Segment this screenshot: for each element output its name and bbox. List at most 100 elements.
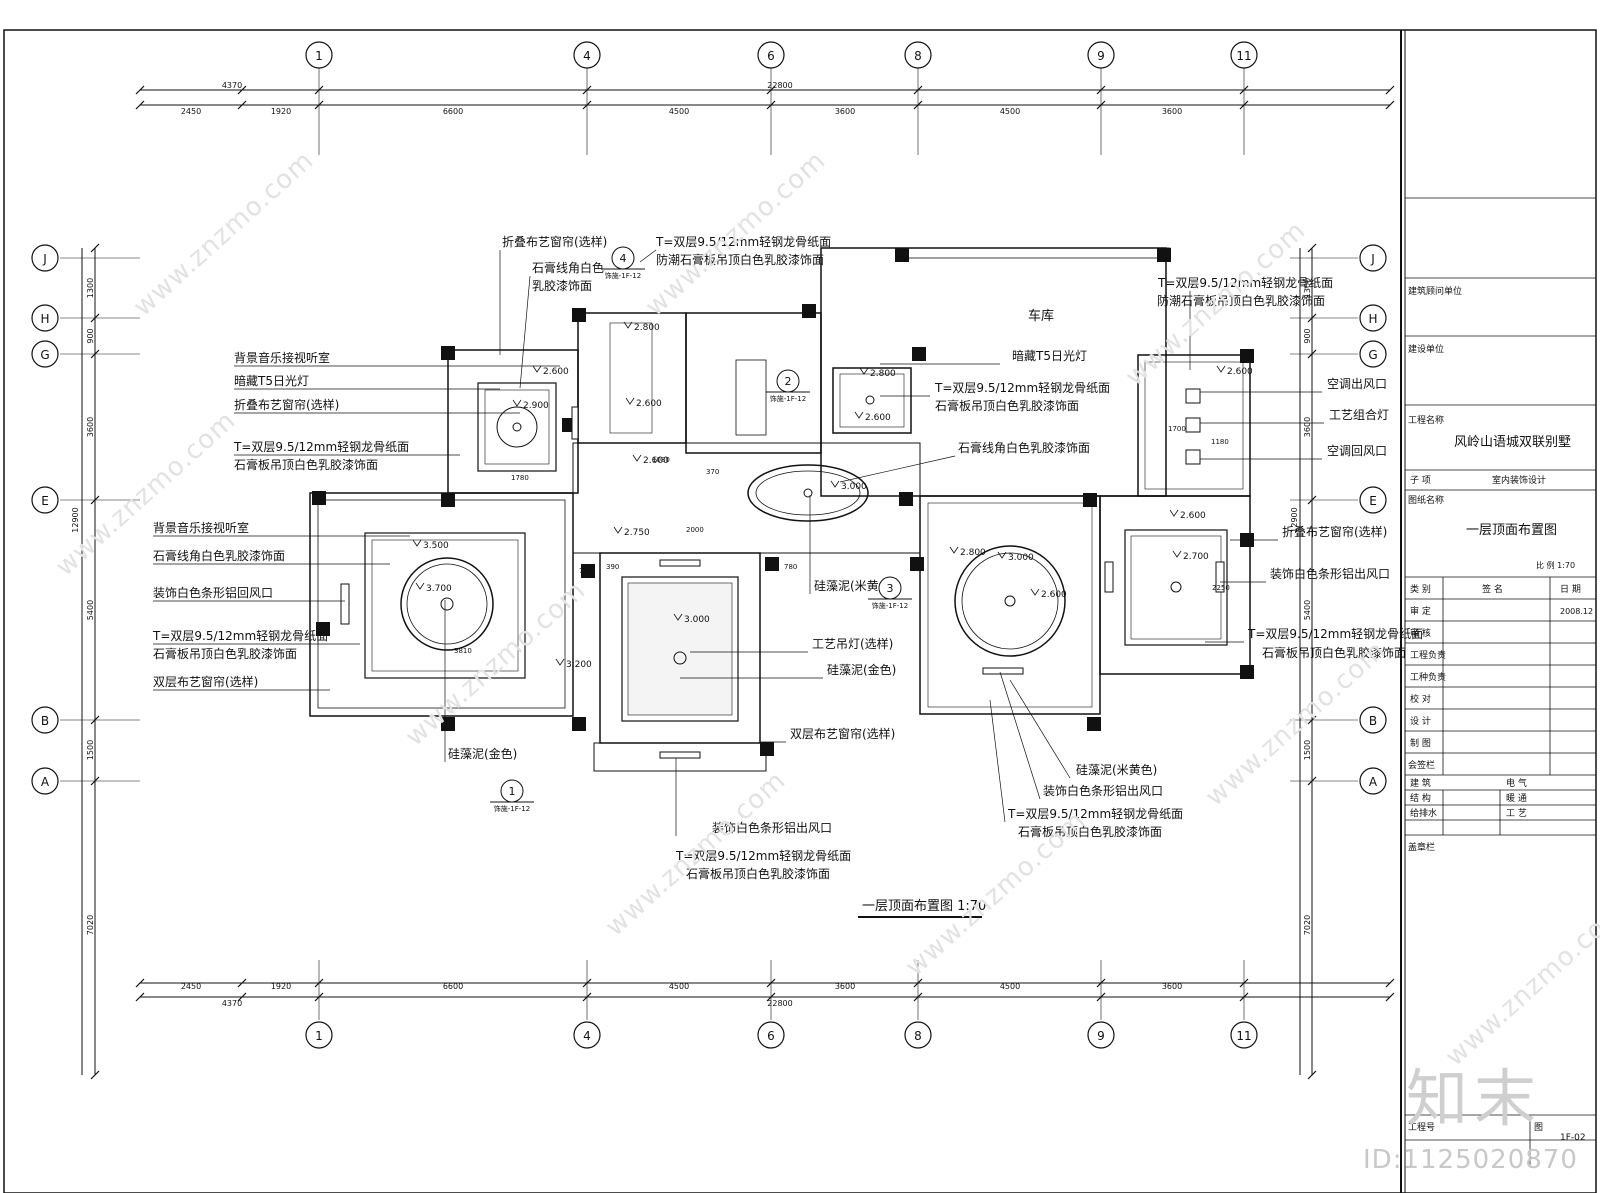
column-block: [572, 717, 586, 731]
row-bubble-right-circle: [1359, 304, 1387, 332]
dim-top-segment: 3600: [835, 107, 855, 116]
dim-tick: [237, 978, 247, 988]
dim-left-segment: 900: [86, 328, 95, 343]
annotation-label: 硅藻泥(金色): [827, 662, 896, 677]
annotation-label: 硅藻泥(金色): [448, 746, 517, 761]
inner-dim: 390: [606, 563, 619, 571]
dim-left-segment: 3600: [86, 417, 95, 437]
inner-dim: 1080: [652, 456, 670, 464]
column-bubble-top-circle: [305, 41, 333, 69]
dim-tick: [237, 85, 247, 95]
level-value: 3.200: [566, 660, 592, 670]
level-marker: [1169, 509, 1179, 517]
section-mark-ref: 饰施-1F-12: [872, 601, 908, 610]
section-mark-number: 1: [509, 785, 516, 798]
level-value: 2.600: [636, 399, 662, 409]
annotation-label: 石膏板吊顶白色乳胶漆饰面: [1018, 824, 1162, 839]
dim-tick: [90, 1070, 100, 1080]
column-block: [899, 492, 913, 506]
dim-top-segment: 4500: [669, 107, 689, 116]
row-bubble-left: G: [40, 348, 49, 362]
column-block: [441, 493, 455, 507]
tb-countersign-left: 给排水: [1410, 807, 1437, 819]
column-bubble-top: 1: [315, 49, 323, 63]
level-value: 2.600: [865, 413, 891, 423]
annotation-label: 硅藻泥(米黄色): [1076, 763, 1157, 777]
annotation-label: 石膏线角白色乳胶漆饰面: [958, 440, 1090, 455]
row-bubble-left: J: [42, 252, 47, 266]
annotation-label: 暗藏T5日光灯: [234, 373, 309, 388]
column-block: [1240, 665, 1254, 679]
inner-dim: 780: [579, 567, 592, 575]
column-block: [895, 248, 909, 262]
level-marker: [949, 546, 959, 554]
row-bubble-right: E: [1369, 494, 1377, 508]
inner-dim: 370: [706, 468, 719, 476]
annotation-label: 空调回风口: [1327, 444, 1387, 458]
row-bubble-left-circle: [31, 304, 59, 332]
level-marker: [859, 367, 869, 375]
column-block: [441, 346, 455, 360]
vent-strips: [340, 388, 1225, 759]
column-bubble-bottom-circle: [904, 1021, 932, 1049]
title-block: 建筑顾问单位 建设单位 工程名称 风岭山语城双联别墅 子 项 室内装饰设计 图纸…: [1405, 197, 1596, 1165]
column-block: [1087, 717, 1101, 731]
section-mark-number: 4: [620, 252, 627, 265]
annotation-label: 石膏板吊顶白色乳胶漆饰面: [935, 398, 1079, 413]
annotation-label: 装饰白色条形铝出风口: [1043, 783, 1163, 798]
annotation-label: 装饰白色条形铝回风口: [153, 585, 273, 600]
annotation-label: 装饰白色条形铝出风口: [1270, 566, 1390, 581]
inner-dim: 1180: [1211, 438, 1229, 446]
annotation-label: 石膏线角白色: [532, 260, 604, 275]
brand-id: ID:1125020870: [1363, 1145, 1578, 1175]
building-walls: [309, 247, 1251, 772]
dim-top-segment: 1920: [271, 107, 291, 116]
section-mark-ref: 饰施-1F-12: [494, 804, 530, 813]
level-marker: [623, 321, 633, 329]
annotation-label: 石膏板吊顶白色乳胶漆饰面: [1262, 645, 1406, 660]
annotation-label: 硅藻泥(米黄色): [814, 579, 895, 593]
tb-project-label: 工程名称: [1408, 414, 1444, 426]
inner-dim: 2250: [1212, 584, 1230, 592]
annotation-label: 石膏板吊顶白色乳胶漆饰面: [686, 866, 830, 881]
ceiling-features: [400, 395, 1182, 665]
section-mark-number: 2: [785, 375, 792, 388]
annotation-label: T=双层9.5/12mm轻钢龙骨纸面: [233, 440, 409, 454]
column-block: [312, 491, 326, 505]
level-marker: [1030, 588, 1040, 596]
tb-role: 设 计: [1410, 715, 1431, 727]
section-mark-number: 3: [887, 582, 894, 595]
annotation-label: 乳胶漆饰面: [532, 278, 592, 293]
level-value: 3.000: [841, 482, 867, 492]
level-value: 2.800: [870, 369, 896, 379]
column-block: [1083, 493, 1097, 507]
level-value: 2.700: [1183, 552, 1209, 562]
tb-countersign-right: 工 艺: [1506, 808, 1527, 819]
level-marker: [830, 480, 840, 488]
level-marker: [997, 551, 1007, 559]
row-bubble-right: J: [1370, 252, 1375, 266]
annotation-label: T=双层9.5/12mm轻钢龙骨纸面: [655, 235, 831, 249]
level-marker: [1172, 550, 1182, 558]
column-bubble-bottom: 8: [914, 1029, 922, 1043]
column-bubble-bottom-circle: [573, 1021, 601, 1049]
level-value: 3.500: [423, 541, 449, 551]
tb-countersign-left: 建 筑: [1410, 777, 1431, 789]
leader-line: [519, 275, 531, 389]
level-marker: [673, 613, 683, 621]
row-bubble-left: A: [41, 775, 50, 789]
tb-project-name: 风岭山语城双联别墅: [1454, 435, 1571, 450]
tb-role: 审 定: [1410, 605, 1431, 617]
dim-tick: [1385, 85, 1395, 95]
column-bubble-top: 6: [767, 49, 775, 63]
annotation-label: T=双层9.5/12mm轻钢龙骨纸面: [1247, 627, 1423, 641]
level-value: 2.600: [1227, 367, 1253, 377]
column-bubble-top: 8: [914, 49, 922, 63]
level-marker: [632, 454, 642, 462]
dim-bottom-segment: 4500: [669, 982, 689, 991]
level-value: 2.600: [1041, 590, 1067, 600]
tb-header-0: 类 别: [1410, 583, 1431, 595]
